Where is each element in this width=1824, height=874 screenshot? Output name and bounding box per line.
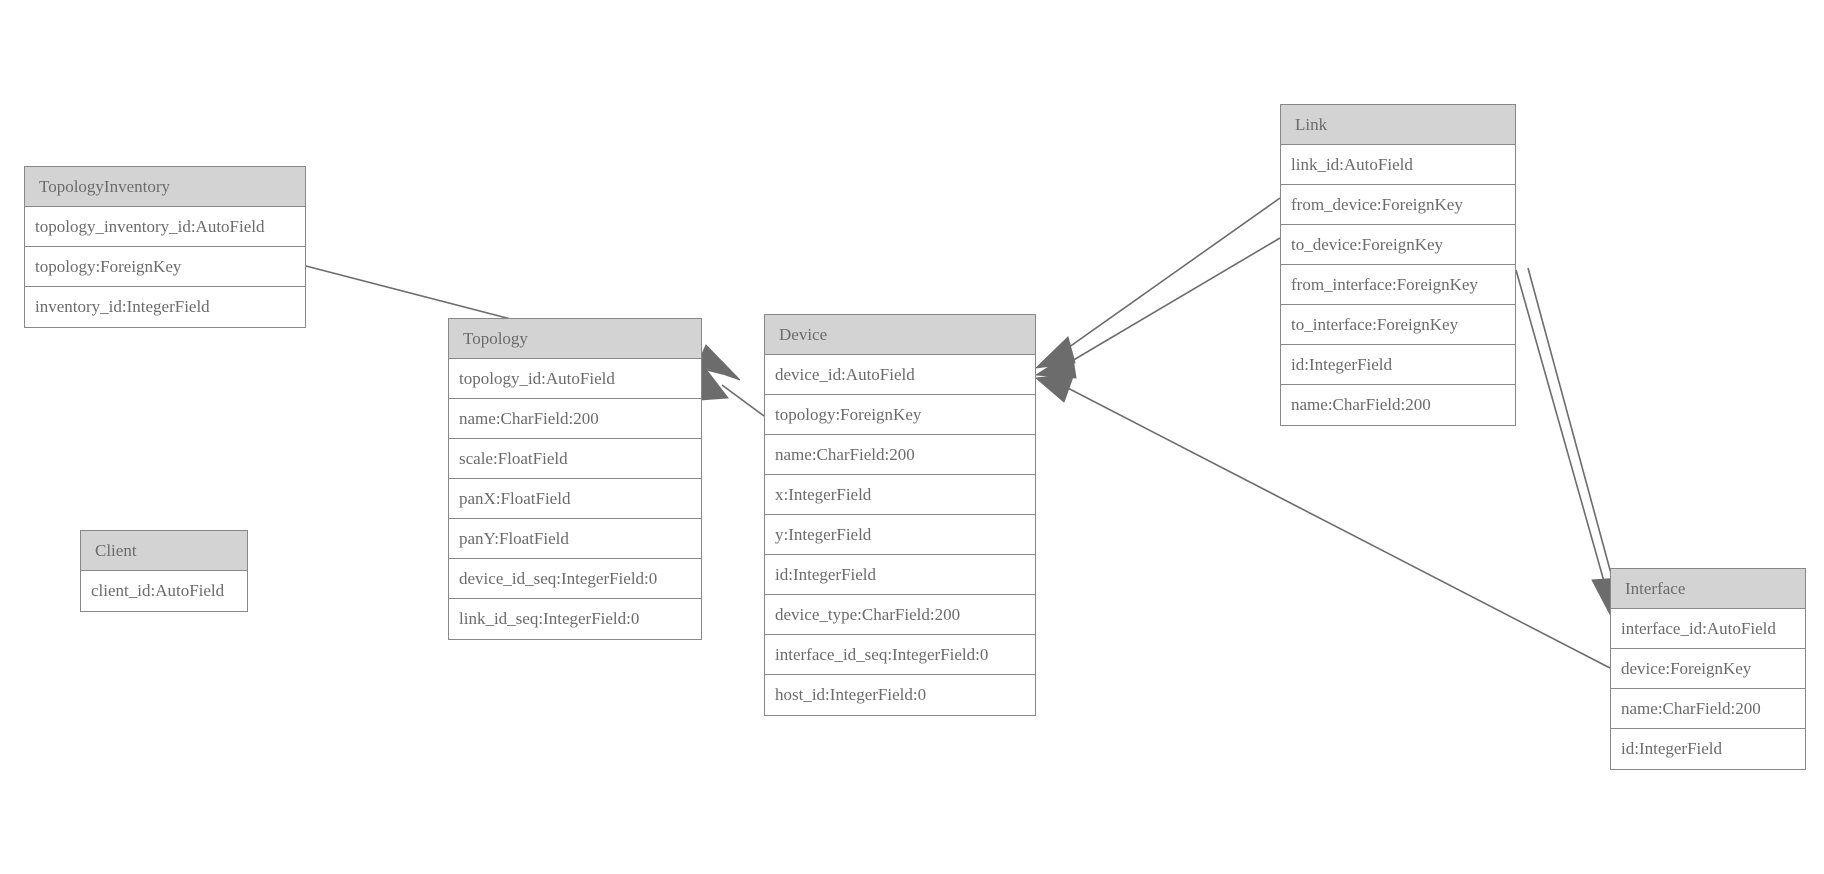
entity-field: client_id:AutoField — [81, 571, 247, 611]
edge-link-todevice-device — [1034, 237, 1281, 379]
entity-field: to_interface:ForeignKey — [1281, 305, 1515, 345]
entity-title-client: Client — [81, 531, 247, 571]
entity-field: id:IntegerField — [1611, 729, 1805, 769]
entity-field: id:IntegerField — [765, 555, 1035, 595]
entity-title-device: Device — [765, 315, 1035, 355]
edge-device-topology — [699, 362, 765, 417]
edge-link-fromdevice-device — [1034, 197, 1281, 369]
entity-field: link_id:AutoField — [1281, 145, 1515, 185]
entity-field: panY:FloatField — [449, 519, 701, 559]
entity-link[interactable]: Link link_id:AutoField from_device:Forei… — [1280, 104, 1516, 426]
entity-field: interface_id_seq:IntegerField:0 — [765, 635, 1035, 675]
entity-field: name:CharField:200 — [1281, 385, 1515, 425]
entity-field: topology_inventory_id:AutoField — [25, 207, 305, 247]
entity-title-topology: Topology — [449, 319, 701, 359]
entity-title-link: Link — [1281, 105, 1515, 145]
entity-device[interactable]: Device device_id:AutoField topology:Fore… — [764, 314, 1036, 716]
entity-title-topologyinventory: TopologyInventory — [25, 167, 305, 207]
entity-client[interactable]: Client client_id:AutoField — [80, 530, 248, 612]
edge-link-frominterface-interface — [1515, 269, 1608, 593]
entity-field: from_interface:ForeignKey — [1281, 265, 1515, 305]
entity-field: scale:FloatField — [449, 439, 701, 479]
entity-interface[interactable]: Interface interface_id:AutoField device:… — [1610, 568, 1806, 770]
entity-field: device:ForeignKey — [1611, 649, 1805, 689]
entity-field: from_device:ForeignKey — [1281, 185, 1515, 225]
entity-field: name:CharField:200 — [1611, 689, 1805, 729]
entity-field: device_type:CharField:200 — [765, 595, 1035, 635]
entity-title-interface: Interface — [1611, 569, 1805, 609]
entity-field: id:IntegerField — [1281, 345, 1515, 385]
entity-field: topology_id:AutoField — [449, 359, 701, 399]
entity-field: link_id_seq:IntegerField:0 — [449, 599, 701, 639]
entity-field: host_id:IntegerField:0 — [765, 675, 1035, 715]
entity-field: panX:FloatField — [449, 479, 701, 519]
entity-topology[interactable]: Topology topology_id:AutoField name:Char… — [448, 318, 702, 640]
entity-field: x:IntegerField — [765, 475, 1035, 515]
entity-field: topology:ForeignKey — [765, 395, 1035, 435]
entity-field: device_id_seq:IntegerField:0 — [449, 559, 701, 599]
entity-field: topology:ForeignKey — [25, 247, 305, 287]
entity-field: name:CharField:200 — [765, 435, 1035, 475]
entity-topologyinventory[interactable]: TopologyInventory topology_inventory_id:… — [24, 166, 306, 328]
entity-field: device_id:AutoField — [765, 355, 1035, 395]
entity-field: to_device:ForeignKey — [1281, 225, 1515, 265]
entity-field: inventory_id:IntegerField — [25, 287, 305, 327]
edge-link-tointerface-interface — [1527, 267, 1622, 624]
entity-field: name:CharField:200 — [449, 399, 701, 439]
entity-field: interface_id:AutoField — [1611, 609, 1805, 649]
entity-field: y:IntegerField — [765, 515, 1035, 555]
